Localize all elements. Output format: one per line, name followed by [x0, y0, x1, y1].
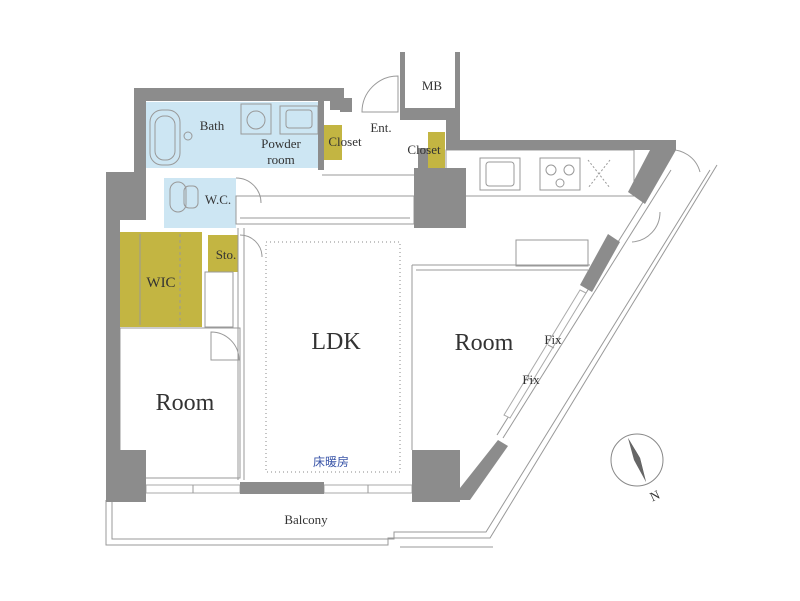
ldk-label: LDK [311, 329, 361, 355]
kitchen-sink [479, 157, 521, 191]
compass-label: N [647, 487, 662, 505]
sto-area [208, 235, 238, 272]
washing-machine-pan [240, 103, 272, 135]
interior-lines [119, 174, 590, 480]
bathtub [149, 109, 181, 166]
floor-heating-label: 床暖房 [313, 454, 349, 469]
storage-areas [120, 125, 445, 327]
sto-label: Sto. [216, 247, 237, 262]
closet-right-label: Closet [407, 142, 441, 157]
bath-drain [183, 131, 193, 141]
wet-areas [146, 102, 322, 228]
diagonal-windows [503, 289, 587, 419]
room-labels: MB Bath Powder room Closet Ent. Closet W… [146, 78, 562, 527]
kitchen-stove [539, 157, 581, 191]
fix-lower-label: Fix [522, 372, 540, 387]
powder-room-area [234, 102, 322, 168]
fix-upper-label: Fix [544, 332, 562, 347]
compass-icon: N [610, 433, 664, 505]
closet-left-area [322, 125, 342, 160]
powder-room-label-line2: room [267, 152, 294, 167]
powder-room-label-line1: Powder [261, 136, 301, 151]
floor-heating-area [265, 241, 401, 473]
wc-label: W.C. [205, 192, 231, 207]
closet-left-label: Closet [328, 134, 362, 149]
balcony-outline [105, 164, 718, 548]
walls [106, 52, 676, 502]
wc-area [164, 178, 236, 228]
room-right-label: Room [455, 330, 514, 356]
toilet [169, 181, 187, 213]
entrance-label: Ent. [370, 120, 391, 135]
room-left-label: Room [156, 390, 215, 416]
wic-label: WIC [146, 275, 175, 291]
closet-right-area [428, 132, 445, 168]
door-swings [210, 75, 701, 361]
wic-area [120, 232, 202, 327]
mb-label: MB [422, 78, 443, 93]
bath-area [146, 102, 234, 168]
bath-label: Bath [200, 118, 225, 133]
balcony-label: Balcony [284, 512, 328, 527]
